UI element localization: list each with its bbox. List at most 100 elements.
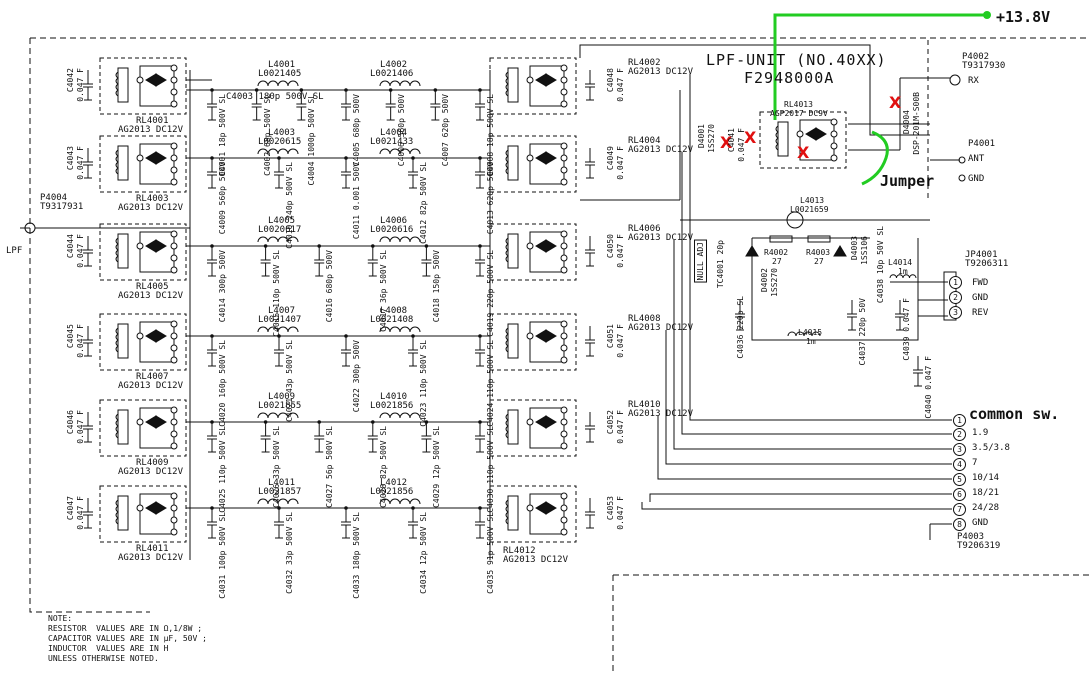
inductor-turns xyxy=(257,498,299,505)
contact-symbol xyxy=(535,415,547,429)
capacitor-label: C4020 160p 500V SL xyxy=(218,340,227,427)
lpf-port-jack xyxy=(24,222,36,234)
relay-terminal xyxy=(170,142,178,150)
shunt-capacitor xyxy=(207,336,217,367)
relay-terminal xyxy=(560,516,568,524)
contact-symbol xyxy=(545,501,557,515)
shunt-capacitor xyxy=(207,246,217,277)
contact-box xyxy=(529,231,565,273)
contact-symbol xyxy=(545,415,557,429)
p4004-name: P4004 xyxy=(40,193,68,203)
rl4013-name: RL4013 xyxy=(784,100,813,109)
supply-wire xyxy=(773,13,986,120)
relay-outline xyxy=(99,313,187,371)
r4003-name: R4003 xyxy=(806,248,831,257)
relay-right-part: AG2013 DC12V xyxy=(503,555,569,565)
coil-winding xyxy=(115,149,119,175)
removed-mark-d4001: X xyxy=(720,133,733,152)
wire xyxy=(681,152,952,435)
relay-terminal xyxy=(560,320,568,328)
jp4001-fwd: FWD xyxy=(972,278,989,288)
contact-symbol xyxy=(545,151,557,165)
inductor-part: L0021855 xyxy=(258,401,302,411)
relay-right-cap-name: C4050 xyxy=(606,234,615,259)
inductor-first xyxy=(257,326,299,333)
relay-right-part: AG2013 DC12V xyxy=(628,323,694,333)
inductor-second xyxy=(379,412,421,419)
contact-box xyxy=(139,231,175,273)
tc4001-label: TC4001 20p xyxy=(716,240,725,289)
contact-box xyxy=(139,493,175,535)
relay-left-cap-val: 0.047 F xyxy=(76,496,85,530)
contact-symbol xyxy=(145,329,157,343)
coupler-toroid xyxy=(786,211,804,229)
contact-symbol xyxy=(155,501,167,515)
band-pin-label: 7 xyxy=(972,458,978,468)
relay-left-cap-val: 0.047 F xyxy=(76,146,85,180)
shunt-capacitor xyxy=(274,508,284,539)
relay-coil xyxy=(507,323,519,359)
band-pin-label: GND xyxy=(972,518,989,528)
shunt-capacitor xyxy=(367,246,378,277)
inductor-part: L0021856 xyxy=(370,401,414,411)
p4004-part: T9317931 xyxy=(40,202,84,212)
jp4001-pin-2: 2 xyxy=(949,291,962,304)
d4001-name: D4001 xyxy=(697,124,706,149)
p4003-part: T9206319 xyxy=(957,541,1001,551)
relay-terminal xyxy=(526,504,534,512)
p4001-ant: ANT xyxy=(968,154,985,164)
l4013-part: L0021659 xyxy=(790,205,829,214)
relay-terminal xyxy=(170,492,178,500)
relay-terminal xyxy=(170,88,178,96)
inductor-turns xyxy=(379,148,421,155)
inductor-turns xyxy=(379,236,421,243)
relay-left-name: RL4009 xyxy=(136,458,169,468)
relay-cap-left xyxy=(83,326,93,357)
r4002-name: R4002 xyxy=(764,248,789,257)
capacitor-label: C4032 33p 500V SL xyxy=(285,512,294,594)
wire xyxy=(673,240,952,450)
wire xyxy=(641,502,952,510)
contact-symbol xyxy=(145,501,157,515)
relay-terminal xyxy=(560,242,568,250)
inductor-turns xyxy=(379,498,421,505)
relay-outline xyxy=(99,135,187,193)
coil-winding xyxy=(115,71,119,97)
relay-left-name: RL4003 xyxy=(136,194,169,204)
relay-terminal xyxy=(170,442,178,450)
contact-symbol xyxy=(155,151,167,165)
relay-left-name: RL4005 xyxy=(136,282,169,292)
capacitor-label: C4019 220p 500V SL xyxy=(486,250,495,337)
relay-outline xyxy=(99,399,187,457)
relay-left-part: AG2013 DC12V xyxy=(118,553,184,563)
c4037-label: C4037 220p 50V xyxy=(858,298,867,366)
relay-right-6 xyxy=(489,485,577,543)
shunt-capacitor xyxy=(475,90,485,121)
relay-terminal xyxy=(170,332,178,340)
inductor-first xyxy=(257,498,299,505)
capacitor-label: C4033 180p 500V SL xyxy=(352,512,361,599)
shunt-capacitor xyxy=(260,246,271,277)
relay-terminal xyxy=(136,332,144,340)
coil-winding xyxy=(115,327,119,353)
shunt-capacitor xyxy=(475,246,485,277)
inductor-name: L4006 xyxy=(380,216,408,226)
wire xyxy=(751,238,919,341)
wire xyxy=(649,493,952,502)
relay-terminal xyxy=(560,100,568,108)
shunt-capacitor xyxy=(341,508,351,539)
band-pin-label: 10/14 xyxy=(972,473,1000,483)
shunt-capacitor xyxy=(274,158,284,189)
contact-symbol xyxy=(145,73,157,87)
relay-left-4 xyxy=(99,313,187,371)
relay-right-name: RL4008 xyxy=(628,314,661,324)
contact-symbol xyxy=(545,329,557,343)
relay-cap-right xyxy=(585,412,595,443)
relay-outline xyxy=(99,223,187,281)
relay-right-cap-val: 0.047 F xyxy=(616,324,625,358)
d4003-part: 1SS106 xyxy=(860,236,869,265)
capacitor-label: C4034 12p 500V SL xyxy=(419,512,428,594)
band-pin-3: 3 xyxy=(953,443,966,456)
resistor-r4002 xyxy=(769,235,793,243)
